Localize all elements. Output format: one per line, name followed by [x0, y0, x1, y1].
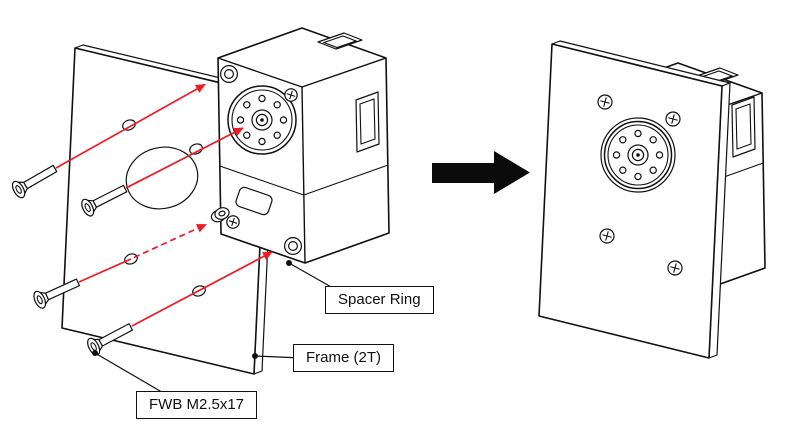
plate-face — [61, 47, 268, 375]
installed-screw — [597, 94, 613, 110]
servo-mount-top-left — [220, 64, 239, 83]
plate-screw-hole — [189, 143, 203, 155]
guide-line-4 — [131, 251, 273, 327]
label-frame: Frame (2T) — [293, 344, 394, 372]
servo-connector-port — [355, 91, 380, 153]
spacer-ring-part — [210, 207, 230, 223]
guide-line-1 — [55, 83, 206, 169]
guide-line-2 — [125, 127, 244, 189]
installed-screw — [665, 111, 681, 127]
servo-actuator-exploded — [217, 27, 390, 264]
installed-screw — [599, 228, 615, 244]
servo-case-screw — [284, 88, 298, 102]
leader-dot — [286, 260, 292, 266]
servo-mount-bottom-right — [284, 237, 303, 256]
servo-case-screw — [226, 215, 240, 229]
servo-label-plate — [235, 186, 273, 216]
plate-face — [538, 43, 723, 359]
assembly-guide-lines — [55, 83, 273, 327]
servo-horn-mounted — [600, 117, 676, 193]
servo-connector-port — [731, 96, 756, 158]
fwb-screw-1 — [9, 160, 61, 201]
plate-screw-hole — [122, 119, 136, 131]
label-fwb-screw: FWB M2.5x17 — [136, 391, 258, 419]
frame-plate-assembled — [538, 40, 731, 359]
servo-horn — [227, 85, 297, 155]
guide-line-3-hidden — [133, 223, 207, 259]
label-spacer-ring: Spacer Ring — [325, 286, 434, 314]
guide-line-3 — [78, 258, 132, 283]
assembly-direction-arrow — [432, 151, 530, 194]
leader-dot — [252, 353, 258, 359]
leader-dot — [92, 350, 98, 356]
servo-case-seam — [219, 165, 304, 196]
leader-line — [94, 352, 173, 399]
installed-screw — [667, 260, 683, 276]
